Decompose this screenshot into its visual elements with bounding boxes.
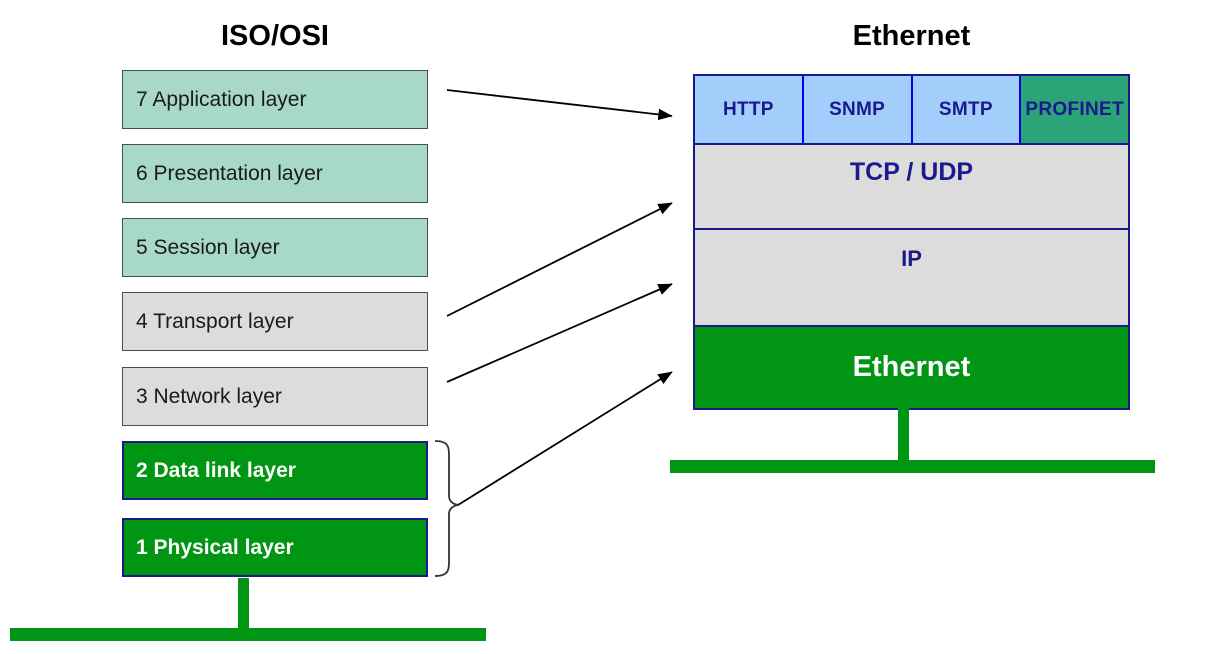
protocol-label-http: HTTP [722,98,774,120]
osi-layer-6-label: 6 Presentation layer [136,161,323,185]
network-row: IP [695,230,1128,327]
transport-row-label: TCP / UDP [849,158,974,186]
arrow-network-to-ip [446,283,673,383]
protocol-label-snmp: SNMP [829,98,886,120]
osi-layer-4: 4 Transport layer [122,292,428,351]
ethernet-bus-bar-right [670,460,1155,473]
iso-osi-title: ISO/OSI [221,20,329,52]
layer-grouping-brace [434,440,460,577]
protocol-cell-http: HTTP [695,76,804,143]
protocol-row: HTTP SNMP SMTP PROFINET [695,76,1128,145]
protocol-label-smtp: SMTP [938,98,993,120]
protocol-label-profinet: PROFINET [1025,98,1124,120]
arrow-transport-to-tcp-udp [446,202,673,317]
osi-layer-2: 2 Data link layer [122,441,428,500]
protocol-cell-profinet: PROFINET [1021,76,1128,143]
osi-layer-1-label: 1 Physical layer [136,535,294,559]
osi-layer-6: 6 Presentation layer [122,144,428,203]
ethernet-bus-bar-left [10,628,486,641]
link-row-label: Ethernet [852,351,971,383]
osi-layer-5: 5 Session layer [122,218,428,277]
osi-layer-7-label: 7 Application layer [136,87,307,111]
network-row-label: IP [901,246,922,271]
osi-layer-5-label: 5 Session layer [136,235,280,259]
ethernet-bus-stem-left [238,578,249,630]
link-row: Ethernet [695,327,1128,408]
transport-row: TCP / UDP [695,145,1128,230]
protocol-cell-smtp: SMTP [912,76,1022,143]
arrow-application-to-protocols [446,89,673,121]
osi-layer-4-label: 4 Transport layer [136,309,294,333]
ethernet-stack: HTTP SNMP SMTP PROFINET TCP / UDP IP Eth… [693,74,1130,410]
protocol-cell-snmp: SNMP [803,76,913,143]
osi-layer-3-label: 3 Network layer [136,384,282,408]
osi-layer-1: 1 Physical layer [122,518,428,577]
ethernet-bus-stem-right [898,408,909,462]
osi-layer-3: 3 Network layer [122,367,428,426]
osi-layer-2-label: 2 Data link layer [136,458,296,482]
osi-layer-7: 7 Application layer [122,70,428,129]
ethernet-title: Ethernet [852,20,971,52]
arrow-datalink-physical-to-ethernet [457,371,673,506]
